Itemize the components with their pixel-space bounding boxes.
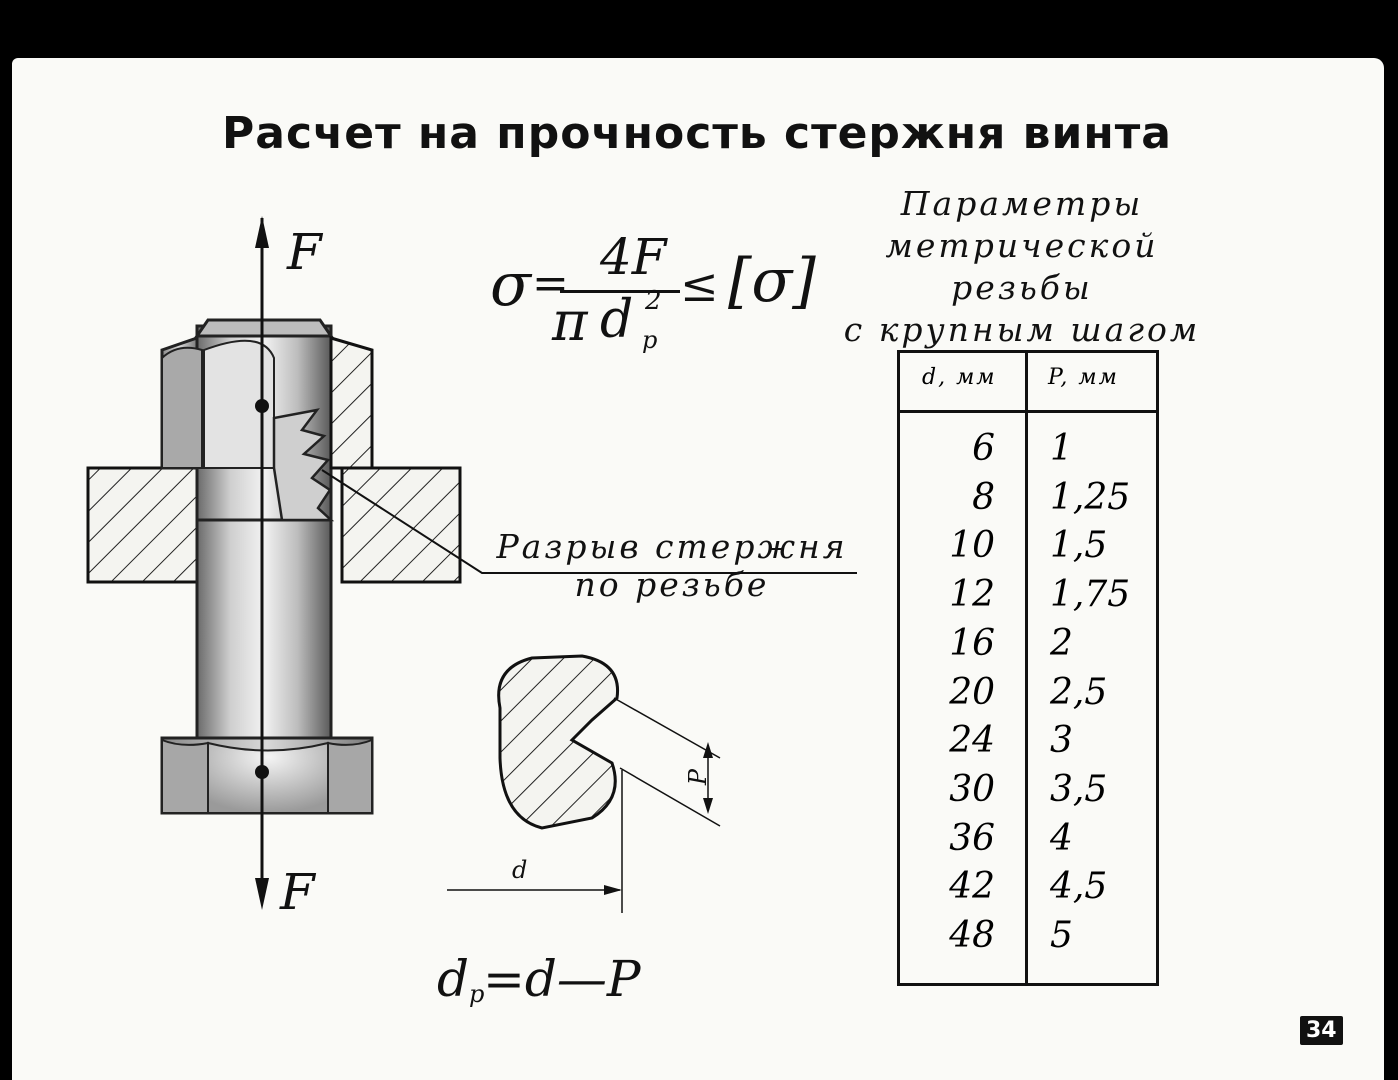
force-label-bottom: F bbox=[280, 863, 315, 921]
force-label-top: F bbox=[287, 223, 322, 281]
stress-formula: σ = 4F π d 2 p ≤ [σ] bbox=[490, 228, 816, 354]
thread-break-label: Разрыв стержня по резьбе bbox=[496, 527, 848, 604]
table-cell: 1 bbox=[1050, 428, 1073, 469]
table-column-d: 6 8 10 12 16 20 24 30 36 42 48 bbox=[900, 425, 995, 961]
table-cell: 48 bbox=[949, 915, 995, 957]
table-cell: 4 bbox=[1050, 817, 1073, 859]
table-caption: Параметры метрической резьбы с крупным ш… bbox=[843, 184, 1201, 349]
table-cell: 42 bbox=[949, 866, 995, 908]
table-cell: 1,75 bbox=[1050, 574, 1131, 616]
table-cell: 8 bbox=[972, 476, 995, 518]
diameter-label: d bbox=[512, 856, 528, 884]
thread-table: d, мм P, мм 6 8 10 12 16 20 24 30 36 42 … bbox=[897, 350, 1159, 986]
table-cell: 6 bbox=[972, 428, 995, 469]
plate-right bbox=[340, 466, 462, 584]
table-cell: 16 bbox=[949, 622, 995, 664]
table-cell: 24 bbox=[949, 720, 995, 762]
table-cell: 30 bbox=[949, 768, 995, 810]
table-header-d: d, мм bbox=[922, 365, 997, 390]
table-cell: 5 bbox=[1050, 915, 1073, 957]
table-cell: 3 bbox=[1050, 720, 1073, 762]
thread-profile bbox=[497, 654, 620, 830]
page-number: 34 bbox=[1300, 1016, 1343, 1045]
allowable-stress: [σ] bbox=[728, 246, 816, 316]
table-cell: 10 bbox=[949, 525, 995, 567]
sigma-symbol: σ bbox=[490, 250, 531, 320]
table-cell: 4,5 bbox=[1050, 866, 1108, 908]
table-cell: 2 bbox=[1050, 622, 1073, 664]
plate-left bbox=[86, 466, 200, 584]
pitch-label: P bbox=[684, 768, 713, 786]
page-title: Расчет на прочность стержня винта bbox=[222, 108, 1172, 159]
table-cell: 20 bbox=[949, 671, 995, 713]
table-cell: 2,5 bbox=[1050, 671, 1108, 713]
table-column-p: 1 1,25 1,5 1,75 2 2,5 3 3,5 4 4,5 5 bbox=[1050, 425, 1160, 961]
diameter-formula: d p =d—P bbox=[437, 950, 641, 1008]
table-cell: 3,5 bbox=[1050, 768, 1108, 810]
table-header-p: P, мм bbox=[1048, 365, 1119, 390]
table-cell: 1,5 bbox=[1050, 525, 1108, 567]
table-cell: 1,25 bbox=[1050, 476, 1131, 518]
table-cell: 12 bbox=[949, 574, 995, 616]
slide: Расчет на прочность стержня винта bbox=[12, 58, 1384, 1080]
bolt-drawing bbox=[86, 216, 857, 913]
arrow-down-icon bbox=[255, 878, 269, 910]
table-cell: 36 bbox=[949, 817, 995, 859]
thread-break bbox=[272, 408, 335, 522]
formula-numerator: 4F bbox=[600, 228, 667, 286]
arrow-up-icon bbox=[255, 216, 269, 248]
nut-section bbox=[329, 335, 374, 470]
